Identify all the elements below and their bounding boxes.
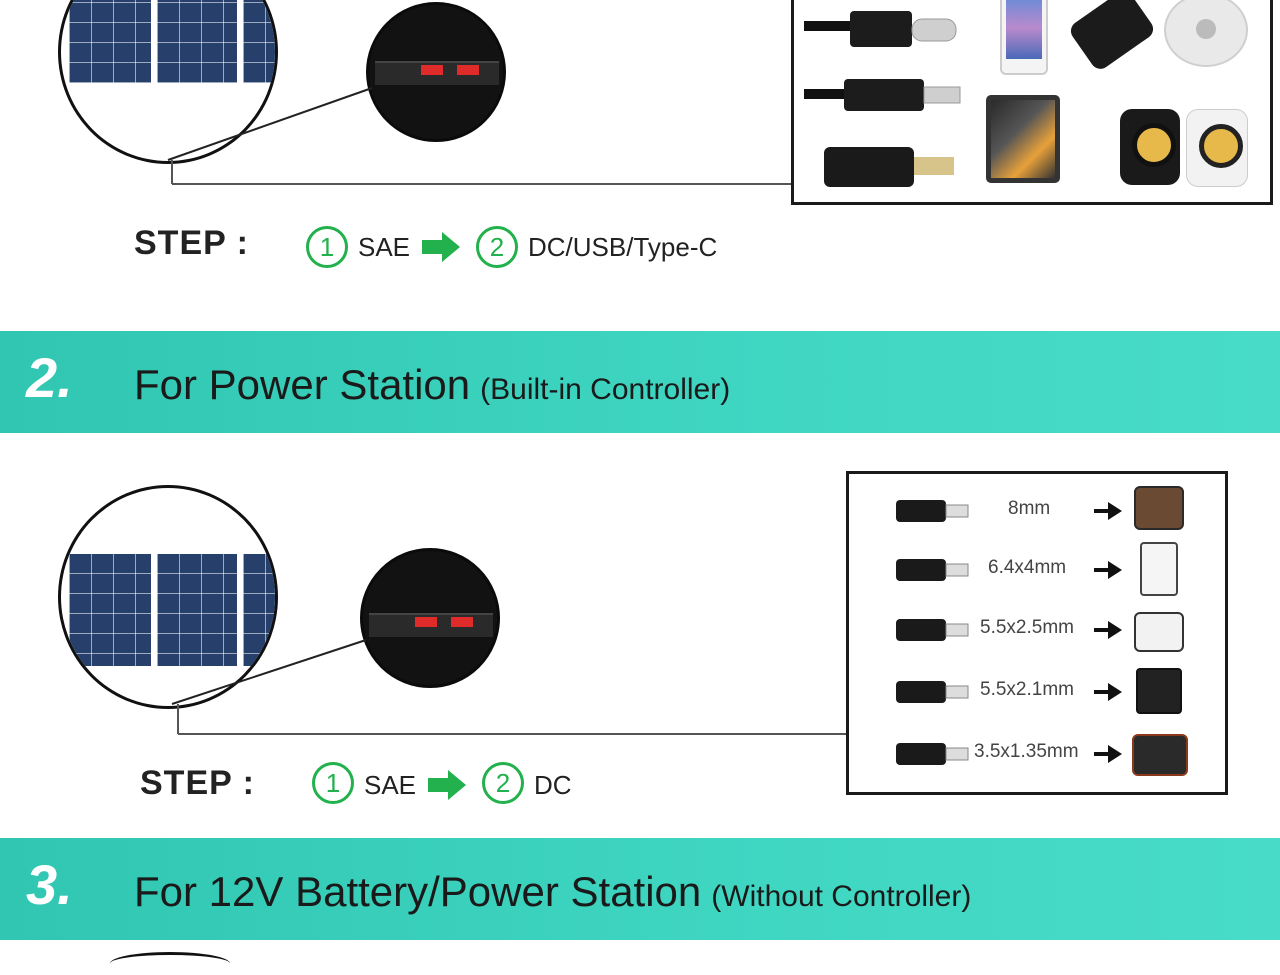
dc-plug-icon	[896, 681, 969, 703]
solar-cell-icon	[243, 554, 275, 666]
power-station-icon	[1132, 734, 1188, 776]
step-number-2: 2	[482, 762, 524, 804]
power-station-icon	[1140, 542, 1178, 596]
connector-size-label: 8mm	[1008, 498, 1051, 519]
fan-icon	[1164, 0, 1248, 67]
power-station-icon	[1136, 668, 1182, 714]
dc-plug-icon	[896, 619, 969, 641]
connector-size-label: 5.5x2.5mm	[980, 617, 1074, 638]
green-arrow-icon	[422, 232, 460, 262]
usb-port-zoom	[360, 548, 500, 688]
solar-panel-zoom-edge	[110, 952, 230, 975]
solar-panel-zoom	[58, 0, 278, 164]
connector-size-label: 3.5x1.35mm	[974, 741, 1079, 762]
section-number: 2.	[26, 346, 73, 409]
power-bank-icon	[1067, 0, 1157, 73]
dc-plug-icon	[896, 559, 969, 581]
zoom-connector-lines	[167, 87, 792, 185]
arrow-right-icon	[1094, 683, 1122, 701]
section-title: For 12V Battery/Power Station (Without Co…	[134, 868, 971, 916]
step-number-1: 1	[306, 226, 348, 268]
solar-cell-icon	[243, 0, 275, 83]
solar-cell-icon	[69, 0, 151, 83]
step-1-text: SAE	[358, 232, 411, 262]
section-3-banner: 3. For 12V Battery/Power Station (Without…	[0, 838, 1280, 940]
arrow-right-icon	[1094, 561, 1122, 579]
power-station-icon	[1134, 612, 1184, 652]
step-1-text: SAE	[364, 770, 417, 800]
connector-size-label: 5.5x2.1mm	[980, 679, 1074, 700]
step-number-1: 1	[312, 762, 354, 804]
zoom-connector-lines	[171, 639, 848, 735]
arrow-right-icon	[1094, 502, 1122, 520]
green-arrow-icon	[428, 770, 466, 800]
section-number: 3.	[26, 853, 73, 916]
usb-port-zoom	[366, 2, 506, 142]
connector-size-label: 6.4x4mm	[988, 557, 1067, 578]
section-2-banner: 2. For Power Station (Built-in Controller…	[0, 331, 1280, 433]
section-title: For Power Station (Built-in Controller)	[134, 361, 730, 409]
solar-panel-zoom	[58, 485, 278, 709]
tablet-icon	[986, 95, 1060, 183]
arrow-right-icon	[1094, 621, 1122, 639]
cable-icons	[804, 11, 961, 187]
step-2-text: DC	[534, 770, 572, 800]
power-station-icon	[1134, 486, 1184, 530]
dc-plug-icon	[896, 743, 969, 765]
devices-box	[791, 0, 1273, 205]
solar-cell-icon	[69, 554, 151, 666]
arrow-right-icon	[1094, 745, 1122, 763]
section-title-sub: (Built-in Controller)	[480, 373, 731, 406]
solar-cell-icon	[157, 554, 237, 666]
step-2-text: DC/USB/Type-C	[528, 232, 718, 262]
step-label: STEP :	[134, 224, 249, 262]
solar-cell-icon	[157, 0, 237, 83]
speakers-icon	[1120, 109, 1250, 189]
dc-plug-icon	[896, 500, 969, 522]
section-title-main: For Power Station	[134, 361, 471, 408]
phone-icon	[1000, 0, 1048, 75]
section-title-sub: (Without Controller)	[711, 880, 972, 913]
section-title-main: For 12V Battery/Power Station	[134, 868, 702, 915]
step-label: STEP :	[140, 764, 255, 802]
step-number-2: 2	[476, 226, 518, 268]
